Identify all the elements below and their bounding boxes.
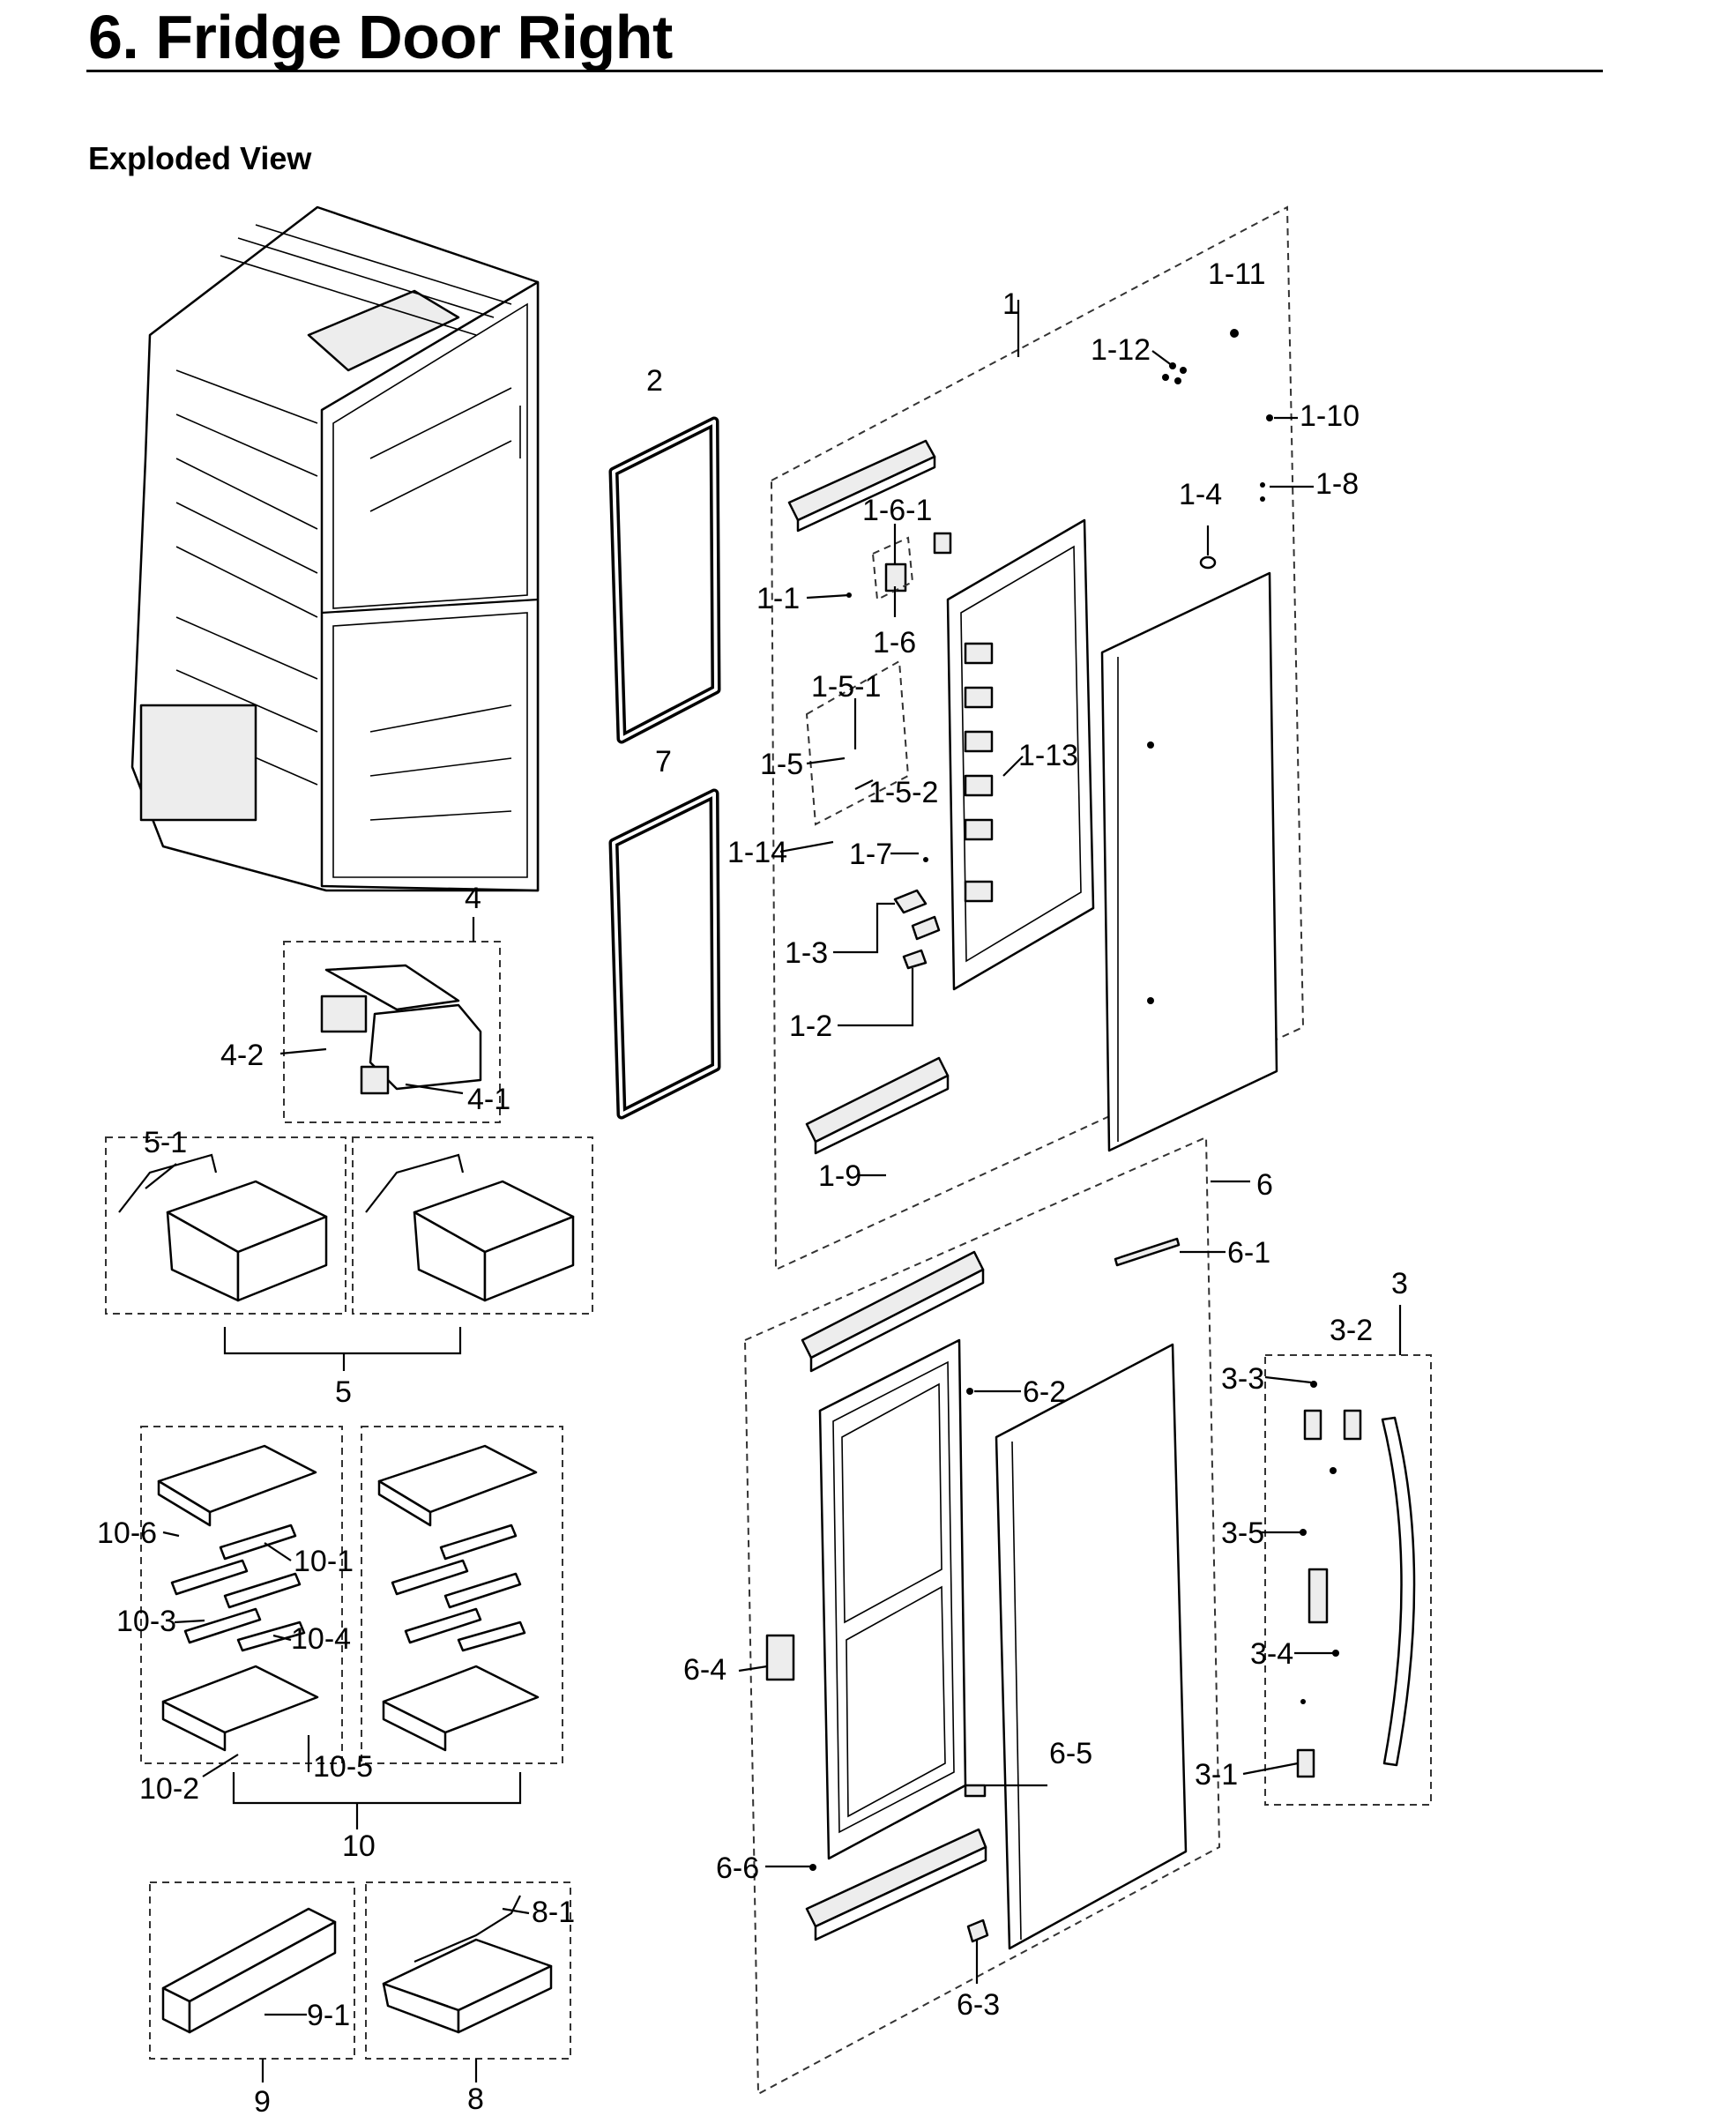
door-gasket-upper bbox=[608, 416, 721, 744]
label-1-10: 1-10 bbox=[1300, 399, 1360, 433]
leader-lines bbox=[145, 350, 1333, 2016]
door-bin-9 bbox=[161, 1907, 337, 2034]
label-3-3: 3-3 bbox=[1221, 1362, 1264, 1396]
label-1-9: 1-9 bbox=[818, 1159, 861, 1193]
assembly-3-boundary bbox=[1264, 1354, 1432, 1806]
label-2: 2 bbox=[646, 364, 663, 398]
label-5-1: 5-1 bbox=[144, 1126, 187, 1159]
door-top-cap bbox=[787, 439, 936, 533]
label-1-5-2: 1-5-2 bbox=[868, 776, 938, 809]
basket-left bbox=[118, 1153, 328, 1302]
label-10-5: 10-5 bbox=[313, 1750, 373, 1784]
label-10-2: 10-2 bbox=[139, 1772, 199, 1806]
label-1-11: 1-11 bbox=[1208, 257, 1266, 291]
label-7: 7 bbox=[655, 745, 672, 779]
label-6-2: 6-2 bbox=[1023, 1375, 1066, 1409]
assembly-5-right-boundary bbox=[352, 1136, 593, 1315]
label-1-4: 1-4 bbox=[1179, 478, 1222, 511]
label-6-5: 6-5 bbox=[1049, 1737, 1092, 1770]
bracket-10 bbox=[232, 1772, 522, 1805]
label-4-2: 4-2 bbox=[220, 1039, 264, 1072]
label-8: 8 bbox=[467, 2082, 484, 2116]
label-3-1: 3-1 bbox=[1195, 1758, 1238, 1792]
label-9-1: 9-1 bbox=[307, 1999, 350, 2032]
door-6-top-cap bbox=[801, 1250, 985, 1373]
label-1-7: 1-7 bbox=[849, 838, 892, 871]
hinge-parts bbox=[884, 532, 952, 970]
label-5: 5 bbox=[335, 1375, 352, 1409]
label-1-6-1: 1-6-1 bbox=[862, 494, 932, 527]
door-gasket-lower bbox=[608, 788, 721, 1120]
label-4-1: 4-1 bbox=[467, 1083, 510, 1116]
door-6-outer-panel bbox=[995, 1343, 1188, 1950]
title-rule bbox=[86, 70, 1603, 72]
door-6-frame bbox=[818, 1338, 967, 1860]
door-handle bbox=[1296, 1381, 1416, 1778]
shelf-left bbox=[157, 1444, 319, 1752]
basket-right bbox=[365, 1153, 575, 1302]
label-1-5-1: 1-5-1 bbox=[811, 670, 881, 704]
label-3-5: 3-5 bbox=[1221, 1516, 1264, 1550]
label-1-6: 1-6 bbox=[873, 626, 916, 659]
label-10-4: 10-4 bbox=[291, 1622, 351, 1656]
assembly-10-right-boundary bbox=[361, 1426, 563, 1764]
assembly-5-left-boundary bbox=[105, 1136, 346, 1315]
label-6-1: 6-1 bbox=[1227, 1236, 1270, 1270]
door-6-bottom-cap bbox=[805, 1828, 987, 1941]
label-1-12: 1-12 bbox=[1091, 333, 1151, 367]
label-1-1: 1-1 bbox=[756, 582, 800, 615]
label-1-5: 1-5 bbox=[760, 748, 803, 781]
label-3-2: 3-2 bbox=[1330, 1314, 1373, 1347]
assembly-10-left-boundary bbox=[140, 1426, 343, 1764]
label-3-4: 3-4 bbox=[1250, 1637, 1293, 1671]
door-6-small-parts bbox=[765, 1237, 1181, 1943]
assembly-6-boundary bbox=[743, 1136, 1221, 2096]
assembly-9-boundary bbox=[149, 1881, 355, 2060]
assembly-1-6-boundary bbox=[871, 536, 914, 601]
door-bin-4 bbox=[320, 964, 482, 1095]
label-9: 9 bbox=[254, 2085, 271, 2116]
label-3: 3 bbox=[1391, 1267, 1408, 1300]
label-8-1: 8-1 bbox=[532, 1896, 575, 1929]
label-4: 4 bbox=[465, 882, 481, 915]
label-6-4: 6-4 bbox=[683, 1653, 726, 1687]
fridge-cabinet bbox=[130, 205, 540, 892]
label-10-3: 10-3 bbox=[116, 1605, 176, 1638]
label-1-14: 1-14 bbox=[727, 836, 787, 869]
page-title: 6. Fridge Door Right bbox=[88, 3, 673, 71]
assembly-8-boundary bbox=[365, 1881, 571, 2060]
label-6-6: 6-6 bbox=[716, 1852, 759, 1885]
label-1-2: 1-2 bbox=[789, 1010, 832, 1043]
assembly-1-5-boundary bbox=[805, 659, 910, 826]
screws bbox=[846, 329, 1273, 862]
label-10-6: 10-6 bbox=[97, 1516, 157, 1550]
bracket-5 bbox=[223, 1327, 462, 1355]
label-1: 1 bbox=[1002, 287, 1019, 321]
label-1-8: 1-8 bbox=[1315, 467, 1359, 501]
section-subtitle: Exploded View bbox=[88, 140, 312, 176]
door-outer-panel bbox=[1100, 571, 1278, 1152]
door-liner bbox=[946, 518, 1095, 991]
label-6-3: 6-3 bbox=[957, 1988, 1000, 2022]
label-1-3: 1-3 bbox=[785, 936, 828, 970]
label-6: 6 bbox=[1256, 1168, 1273, 1202]
label-1-13: 1-13 bbox=[1018, 739, 1078, 772]
label-10: 10 bbox=[342, 1829, 376, 1863]
shelf-right bbox=[377, 1444, 540, 1752]
basket-8 bbox=[382, 1895, 553, 2034]
assembly-1-boundary bbox=[770, 205, 1305, 1271]
door-bottom-cap bbox=[805, 1056, 950, 1155]
label-10-1: 10-1 bbox=[294, 1545, 354, 1578]
